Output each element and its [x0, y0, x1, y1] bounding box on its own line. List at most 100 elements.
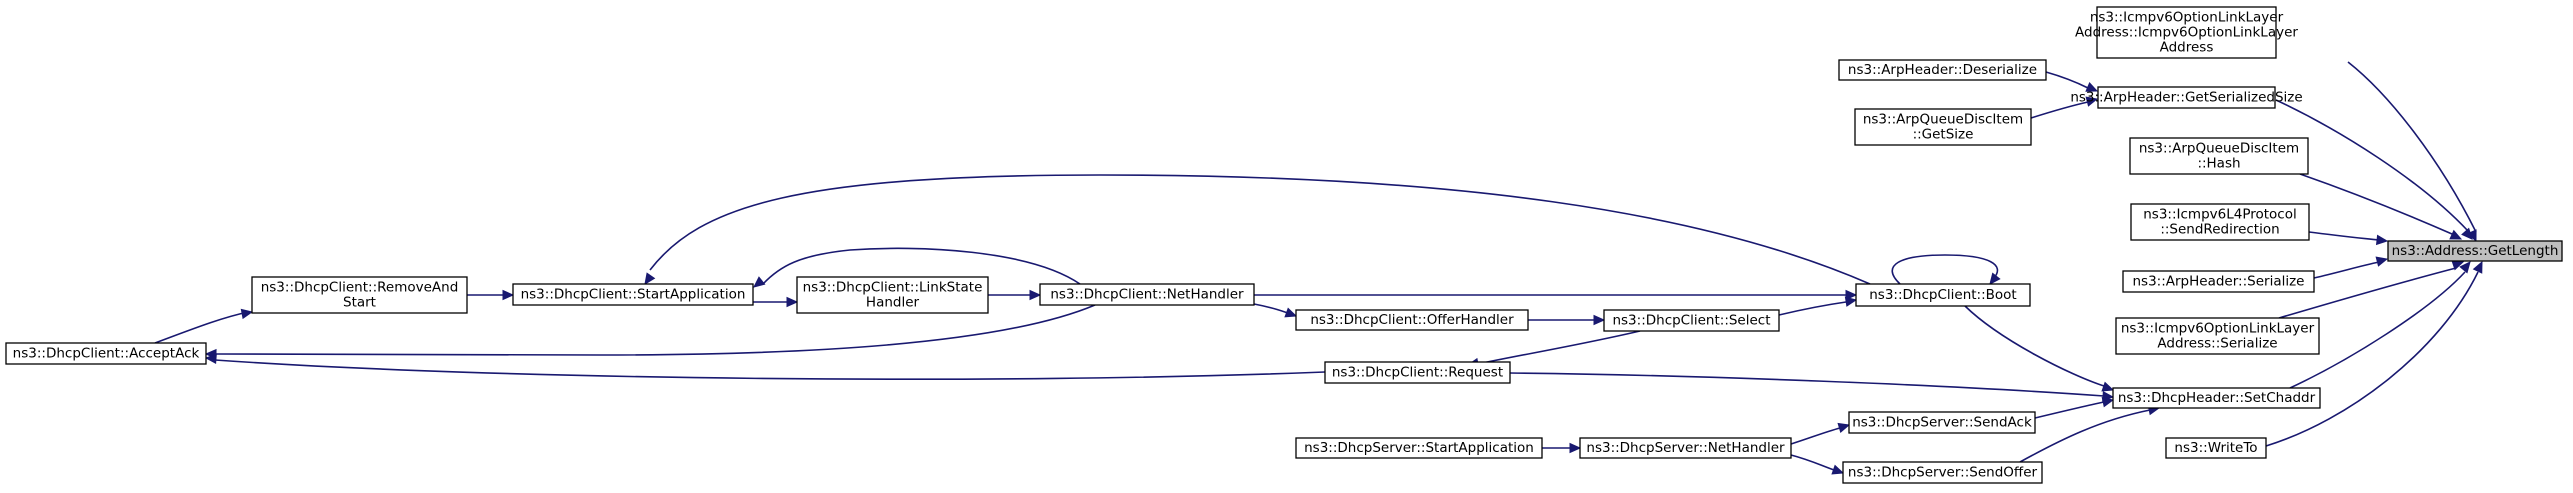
node-acceptack[interactable]: ns3::DhcpClient::AcceptAck	[5, 342, 207, 365]
node-label: ns3::DhcpClient::Request	[1332, 365, 1503, 381]
edges-layer	[154, 61, 2483, 475]
node-box	[1838, 59, 2047, 81]
node-label: ns3::DhcpClient::RemoveAnd	[261, 280, 459, 296]
node-box	[2112, 387, 2321, 409]
arrowhead-icon	[1284, 307, 1298, 318]
node-icmpv6opt_ser[interactable]: ns3::Icmpv6OptionLinkLayerAddress::Seria…	[2115, 317, 2320, 355]
edge-line	[2030, 101, 2089, 119]
node-arpq_hash[interactable]: ns3::ArpQueueDiscItem::Hash	[2129, 137, 2309, 175]
arrowhead-icon	[2085, 82, 2099, 92]
node-label: ns3::DhcpHeader::SetChaddr	[2118, 390, 2316, 406]
node-box	[1603, 309, 1780, 332]
node-arp_getser[interactable]: ns3::ArpHeader::GetSerializedSize	[2070, 86, 2303, 109]
edge-startapp-to-linkstate	[753, 296, 799, 308]
edge-nethandler-to-startapp	[753, 247, 1081, 288]
node-box	[512, 283, 754, 306]
edge-offerhandler-to-select	[1527, 314, 1606, 326]
arrowhead-icon	[1989, 272, 2001, 285]
edge-dhcph_setchaddr-to-getlength	[2289, 261, 2471, 389]
arrowhead-icon	[2101, 381, 2115, 392]
edge-line	[649, 174, 1871, 285]
node-getlength[interactable]: ns3::Address::GetLength	[2387, 240, 2563, 262]
edge-boot-to-dhcph_setchaddr	[1964, 305, 2115, 392]
edge-line	[2313, 261, 2380, 279]
node-offerhandler[interactable]: ns3::DhcpClient::OfferHandler	[1295, 309, 1529, 331]
node-label: Handler	[866, 295, 920, 311]
edge-writeto-to-getlength	[2265, 260, 2483, 447]
node-startapp[interactable]: ns3::DhcpClient::StartApplication	[512, 283, 754, 306]
node-label: ns3::Icmpv6OptionLinkLayer	[2090, 10, 2284, 26]
node-box	[2165, 437, 2267, 459]
edge-line	[1891, 254, 1999, 285]
arrowhead-icon	[2375, 234, 2389, 246]
edge-arp_deser-to-arp_getser	[2045, 71, 2099, 92]
edge-line	[2308, 231, 2379, 241]
node-boot[interactable]: ns3::DhcpClient::Boot	[1855, 283, 2031, 307]
edge-arp_getser-to-getlength	[2275, 99, 2473, 240]
node-box	[2115, 317, 2320, 355]
edge-line	[1778, 301, 1847, 316]
edge-srv_sendack-to-dhcph_setchaddr	[2034, 397, 2115, 419]
arrowhead-icon	[2449, 229, 2463, 240]
node-select[interactable]: ns3::DhcpClient::Select	[1603, 309, 1780, 332]
edge-icmpv6opt_ser-to-getlength	[2278, 260, 2465, 319]
arrowhead-icon	[1844, 296, 1858, 307]
arrowhead-icon	[1593, 314, 1606, 326]
edge-arpq_hash-to-getlength	[2299, 173, 2463, 240]
edge-arpq_getsize-to-arp_getser	[2030, 96, 2099, 119]
node-icmpv6_ctor[interactable]: ns3::Icmpv6OptionLinkLayerAddress::Icmpv…	[2075, 6, 2298, 59]
arrowhead-icon	[1569, 442, 1582, 454]
edge-request-to-acceptack	[204, 353, 1326, 380]
node-box	[2129, 137, 2309, 175]
node-label: ns3::DhcpClient::OfferHandler	[1310, 312, 1514, 328]
node-srv_sendack[interactable]: ns3::DhcpServer::SendAck	[1848, 411, 2036, 434]
edge-line	[2347, 61, 2477, 233]
edge-srv_nethandler-to-srv_sendack	[1790, 422, 1851, 445]
node-srv_sendoffer[interactable]: ns3::DhcpServer::SendOffer	[1842, 461, 2043, 484]
arrowhead-icon	[240, 308, 254, 320]
node-nethandler[interactable]: ns3::DhcpClient::NetHandler	[1039, 283, 1255, 306]
node-label: ns3::DhcpServer::SendOffer	[1848, 465, 2038, 481]
edge-line	[2289, 271, 2466, 389]
node-label: ns3::DhcpClient::NetHandler	[1050, 287, 1244, 303]
node-label: ns3::DhcpServer::SendAck	[1852, 415, 2032, 431]
node-label: ns3::Address::GetLength	[2392, 243, 2559, 259]
arrowhead-icon	[1845, 289, 1858, 301]
arrowhead-icon	[502, 289, 515, 301]
arrowhead-icon	[1837, 422, 1851, 434]
node-label: ns3::DhcpServer::NetHandler	[1586, 440, 1785, 456]
node-request[interactable]: ns3::DhcpClient::Request	[1324, 361, 1511, 384]
edge-acceptack-to-removeandstart	[154, 308, 254, 344]
arrowhead-icon	[2375, 256, 2389, 267]
arrowhead-icon	[2461, 227, 2473, 240]
node-arp_ser[interactable]: ns3::ArpHeader::Serialize	[2122, 270, 2315, 293]
node-srv_startapp[interactable]: ns3::DhcpServer::StartApplication	[1295, 437, 1543, 459]
edge-line	[1509, 372, 2105, 397]
edge-line	[762, 247, 1081, 285]
node-dhcph_setchaddr[interactable]: ns3::DhcpHeader::SetChaddr	[2112, 387, 2321, 409]
edge-nethandler-to-offerhandler	[1253, 303, 1298, 318]
node-srv_nethandler[interactable]: ns3::DhcpServer::NetHandler	[1579, 437, 1792, 459]
node-box	[251, 276, 468, 314]
node-box	[1842, 461, 2043, 484]
node-box	[1848, 411, 2036, 434]
edge-boot-to-boot	[1891, 254, 2001, 285]
node-box	[5, 342, 207, 365]
edge-line	[2278, 267, 2457, 319]
node-label: ns3::DhcpClient::Boot	[1869, 287, 2016, 303]
node-label: Address	[2160, 40, 2214, 56]
node-writeto[interactable]: ns3::WriteTo	[2165, 437, 2267, 459]
arrowhead-icon	[2085, 96, 2099, 107]
edge-line	[2275, 99, 2469, 232]
node-arp_deser[interactable]: ns3::ArpHeader::Deserialize	[1838, 59, 2047, 81]
edge-request-to-dhcph_setchaddr	[1509, 372, 2115, 402]
node-icmpv6l4_sendred[interactable]: ns3::Icmpv6L4Protocol::SendRedirection	[2130, 203, 2310, 241]
node-label: ns3::DhcpClient::StartApplication	[521, 287, 746, 303]
node-arpq_getsize[interactable]: ns3::ArpQueueDiscItem::GetSize	[1854, 108, 2032, 146]
node-box	[2122, 270, 2315, 293]
arrowhead-icon	[644, 272, 656, 285]
edge-removeandstart-to-startapp	[467, 289, 515, 301]
